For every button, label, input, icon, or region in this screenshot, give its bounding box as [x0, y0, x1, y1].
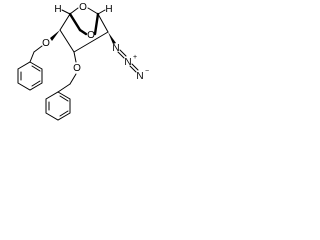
phenyl-lower-double-1: [59, 95, 69, 102]
phenyl-ring-lower-outline: [45, 91, 71, 121]
azide-group: [108, 32, 139, 73]
atom-h-right: H: [105, 4, 112, 15]
wedge-c2-n: [108, 32, 116, 44]
bond-c1-h: [97, 9, 106, 15]
phenyl-lower-double-2: [59, 110, 69, 117]
bond-ch2-ph-lower: [57, 83, 71, 93]
bond-c5-h: [61, 9, 71, 15]
wedge-c4-o: [50, 30, 60, 41]
bond-o-ch2-upper: [33, 45, 43, 53]
chemical-structure-diagram: H H O O O O: [17, 2, 149, 121]
bond-c4-c3: [59, 29, 75, 53]
atom-o-benzyloxy-upper: O: [42, 38, 50, 49]
bond-o-ch2-lower: [69, 73, 77, 85]
bond-c5-c4: [59, 13, 71, 31]
atom-azide-n1: N: [112, 43, 119, 54]
phenyl-upper-double-2: [31, 80, 41, 87]
bond-o-bridge-c1: [87, 7, 99, 15]
atom-h-left: H: [54, 4, 61, 15]
benzyloxy-lower-group: [57, 51, 77, 93]
phenyl-ring-lower: [45, 91, 71, 121]
bond-c6-o-mid: [78, 28, 88, 36]
molecule-canvas: H H O O O O: [0, 0, 151, 136]
charge-azide-n3: −: [145, 68, 149, 75]
bond-c5-c6: [68, 12, 82, 32]
benzyloxy-upper-group: [29, 30, 60, 63]
atom-o-bridge-mid: O: [87, 30, 95, 41]
atom-o-benzyloxy-lower: O: [73, 63, 81, 74]
bicyclic-core: [59, 7, 109, 53]
bond-ch2-ph-upper: [29, 51, 35, 63]
bond-c5-o-bridge: [69, 7, 79, 15]
atom-azide-n3: N: [136, 71, 143, 82]
bond-c3-o: [73, 51, 77, 63]
bond-c1-c2: [97, 13, 109, 33]
phenyl-ring-upper-outline: [17, 61, 43, 91]
phenyl-upper-double-1: [31, 65, 41, 72]
phenyl-ring-upper: [17, 61, 43, 91]
bond-n1-n2-b: [119, 49, 127, 57]
atom-azide-n2: N: [124, 57, 131, 68]
bond-n2-n3-a: [129, 65, 137, 73]
atom-o-bridge-top: O: [79, 2, 87, 13]
bond-c2-c3: [73, 31, 109, 53]
bond-n2-n3-b: [131, 63, 139, 71]
charge-azide-n2: +: [133, 54, 137, 61]
bond-n1-n2-a: [117, 51, 125, 59]
bond-o-mid-c1: [93, 12, 100, 36]
